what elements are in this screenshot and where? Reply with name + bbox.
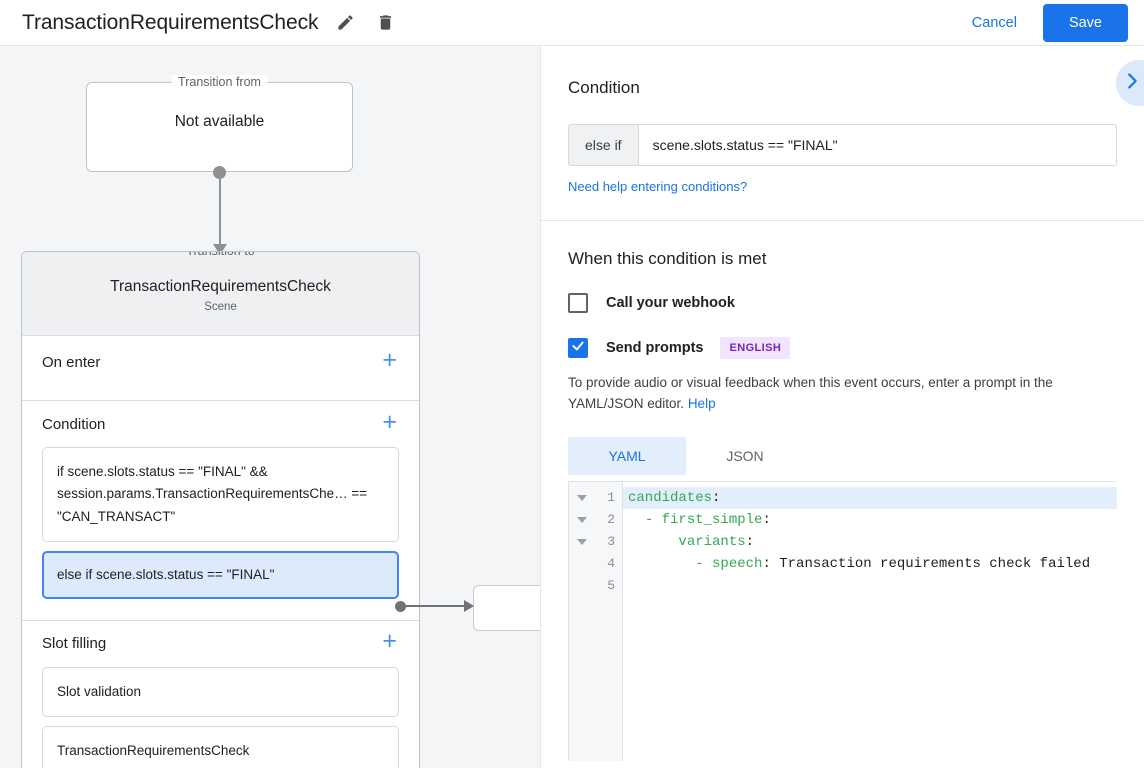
editor-format-tabs: YAML JSON (568, 436, 1117, 475)
chevron-right-icon (1128, 70, 1143, 97)
condition-item-selected[interactable]: else if scene.slots.status == "FINAL" (42, 550, 399, 599)
line-number: 4 (607, 555, 615, 571)
scene-type: Scene (204, 301, 237, 313)
fold-toggle-empty (569, 575, 595, 597)
code-line: variants: (678, 533, 755, 550)
section-title-on-enter: On enter (42, 353, 101, 371)
prompts-help-link[interactable]: Help (687, 395, 716, 411)
send-prompts-row[interactable]: Send prompts ENGLISH (568, 337, 1117, 359)
main-body: Transition from Not available Transition… (0, 46, 1144, 768)
yaml-editor[interactable]: 1 2 3 4 5 candidates: - first_simple: va… (568, 480, 1117, 761)
section-on-enter: On enter + (22, 336, 419, 401)
fold-toggle[interactable] (569, 531, 595, 553)
scene-name: TransactionRequirementsCheck (110, 278, 331, 295)
line-number: 3 (607, 533, 615, 549)
triangle-down-icon (577, 494, 587, 501)
save-button[interactable]: Save (1042, 3, 1128, 42)
editor-fold-gutter (569, 481, 595, 761)
triangle-down-icon (577, 538, 587, 545)
editor-line-numbers: 1 2 3 4 5 (595, 481, 623, 761)
send-prompts-checkbox[interactable] (568, 338, 588, 358)
check-icon (571, 339, 585, 358)
code-line: candidates: (623, 486, 1117, 509)
language-badge: ENGLISH (720, 337, 791, 359)
transition-to-legend: Transition to (179, 252, 262, 258)
editor-code-area[interactable]: candidates: - first_simple: variants: - … (623, 481, 1117, 761)
code-line: - speech: Transaction requirements check… (695, 555, 1091, 572)
send-prompts-label: Send prompts (606, 340, 704, 356)
cancel-button[interactable]: Cancel (960, 7, 1029, 39)
target-node-card[interactable] (473, 585, 540, 631)
transition-from-box: Transition from Not available (86, 75, 353, 172)
line-number: 1 (607, 489, 615, 505)
call-webhook-label: Call your webhook (606, 295, 735, 311)
condition-connector-dot (395, 601, 406, 612)
fold-toggle[interactable] (569, 509, 595, 531)
transition-to-card: Transition to TransactionRequirementsChe… (21, 251, 420, 768)
code-line: - first_simple: (644, 511, 771, 528)
flow-connector-arrowhead (213, 244, 227, 255)
detail-panel: Condition else if scene.slots.status == … (541, 46, 1144, 768)
line-number: 5 (607, 577, 615, 593)
call-webhook-checkbox[interactable] (568, 293, 588, 313)
flow-canvas[interactable]: Transition from Not available Transition… (0, 46, 540, 768)
expand-panel-button[interactable] (1116, 60, 1144, 106)
trash-icon (376, 13, 395, 32)
section-condition: Condition + if scene.slots.status == "FI… (22, 401, 419, 621)
add-on-enter-button[interactable]: + (382, 345, 397, 374)
flow-connector-line (219, 172, 221, 250)
when-met-heading: When this condition is met (568, 249, 767, 268)
condition-connector-arrowhead (464, 600, 474, 612)
condition-item[interactable]: if scene.slots.status == "FINAL" && sess… (42, 447, 399, 542)
transition-from-legend: Transition from (171, 75, 268, 89)
pencil-icon (336, 13, 355, 32)
prompts-description: To provide audio or visual feedback when… (568, 373, 1117, 415)
section-title-condition: Condition (42, 415, 106, 433)
fold-toggle[interactable] (569, 487, 595, 509)
prompts-description-text: To provide audio or visual feedback when… (568, 375, 1053, 411)
scene-header: Transition to TransactionRequirementsChe… (22, 252, 419, 336)
tab-json[interactable]: JSON (726, 447, 764, 464)
slot-filling-item[interactable]: Slot validation (42, 666, 399, 718)
section-title-slot-filling: Slot filling (42, 635, 107, 653)
transition-from-value: Not available (174, 113, 265, 130)
condition-connector-line (404, 605, 466, 607)
condition-prefix: else if (569, 125, 639, 165)
tab-yaml[interactable]: YAML (568, 436, 686, 475)
condition-section: Condition else if scene.slots.status == … (541, 46, 1144, 221)
section-slot-filling: Slot filling + Slot validation Transacti… (22, 621, 419, 768)
condition-heading: Condition (568, 78, 640, 97)
panel-divider (540, 46, 541, 768)
condition-help-link[interactable]: Need help entering conditions? (568, 179, 748, 194)
condition-expression-input[interactable]: scene.slots.status == "FINAL" (652, 137, 838, 153)
edit-title-button[interactable] (332, 10, 358, 36)
add-condition-button[interactable]: + (382, 407, 397, 436)
when-condition-met-section: When this condition is met Call your web… (541, 221, 1144, 761)
fold-toggle-empty (569, 553, 595, 575)
slot-filling-item[interactable]: TransactionRequirementsCheck (42, 726, 399, 768)
app-header: TransactionRequirementsCheck Cancel Save (0, 0, 1144, 46)
condition-input-row[interactable]: else if scene.slots.status == "FINAL" (568, 124, 1117, 166)
code-line (623, 575, 1117, 597)
line-number: 2 (607, 511, 615, 527)
page-title: TransactionRequirementsCheck (22, 10, 319, 34)
triangle-down-icon (577, 516, 587, 523)
header-actions: Cancel Save (960, 3, 1128, 42)
delete-button[interactable] (372, 10, 398, 36)
webhook-row[interactable]: Call your webhook (568, 293, 1117, 313)
add-slot-filling-button[interactable]: + (382, 627, 397, 656)
